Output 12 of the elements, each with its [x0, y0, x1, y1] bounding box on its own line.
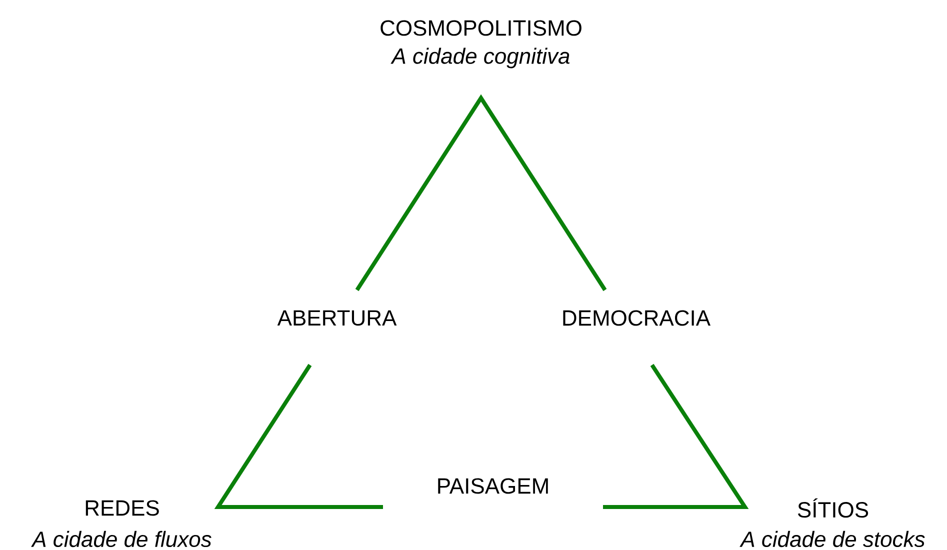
vertex-title: COSMOPOLITISMO — [380, 20, 582, 36]
side-label: PAISAGEM — [438, 478, 548, 494]
side-label: DEMOCRACIA — [563, 310, 711, 326]
triangle-side — [214, 364, 383, 509]
vertex-title: REDES — [86, 500, 159, 516]
triangle-side — [603, 364, 749, 509]
vertex-subtitle: A cidade de fluxos — [31, 530, 212, 548]
triangle-side — [355, 94, 607, 292]
vertex-title: SÍTIOS — [798, 498, 868, 518]
vertex-subtitle: A cidade cognitiva — [390, 48, 570, 68]
side-label: ABERTURA — [277, 310, 397, 326]
vertex-subtitle: A cidade de stocks — [740, 530, 925, 548]
